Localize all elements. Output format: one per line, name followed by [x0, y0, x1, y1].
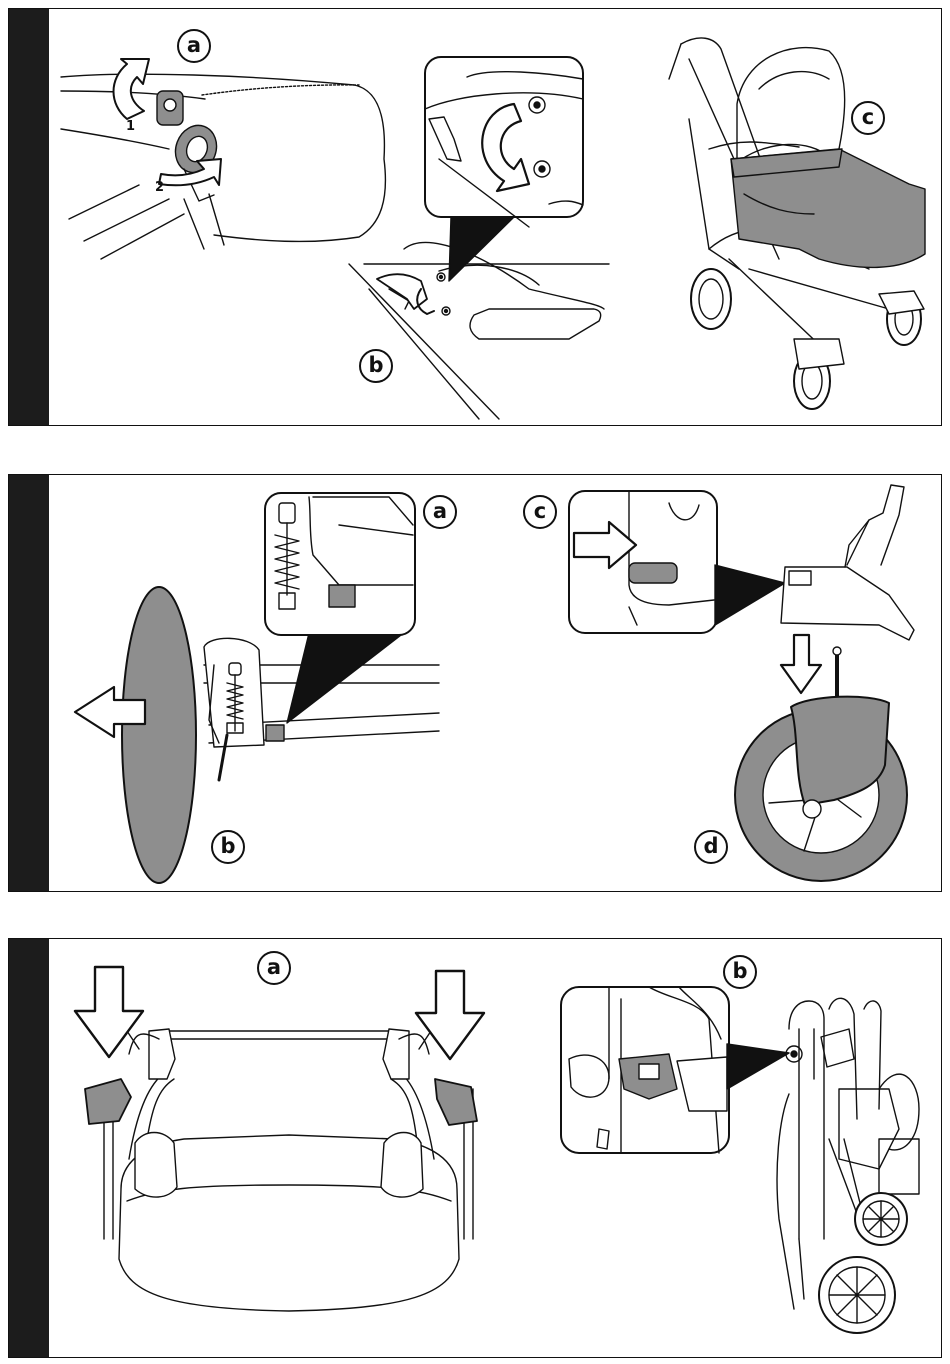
panel-2-illustration	[9, 475, 943, 893]
step-label-b: b	[723, 955, 757, 989]
callout-number-2: 2	[155, 180, 164, 195]
step-label-d: d	[694, 830, 728, 864]
panel-3-illustration	[9, 939, 943, 1359]
step-label-a: a	[257, 951, 291, 985]
step-label-b: b	[211, 830, 245, 864]
step-label-a: a	[177, 29, 211, 63]
step-label-a: a	[423, 495, 457, 529]
instruction-panel-3: a b	[8, 938, 942, 1358]
step-label-c: c	[523, 495, 557, 529]
panel-1-illustration: 1 2	[9, 9, 943, 427]
callout-number-1: 1	[126, 119, 135, 134]
step-label-c: c	[851, 101, 885, 135]
step-label-b: b	[359, 349, 393, 383]
instruction-panel-1: 1 2 a b c	[8, 8, 942, 426]
instruction-panel-2: a b c d	[8, 474, 942, 892]
